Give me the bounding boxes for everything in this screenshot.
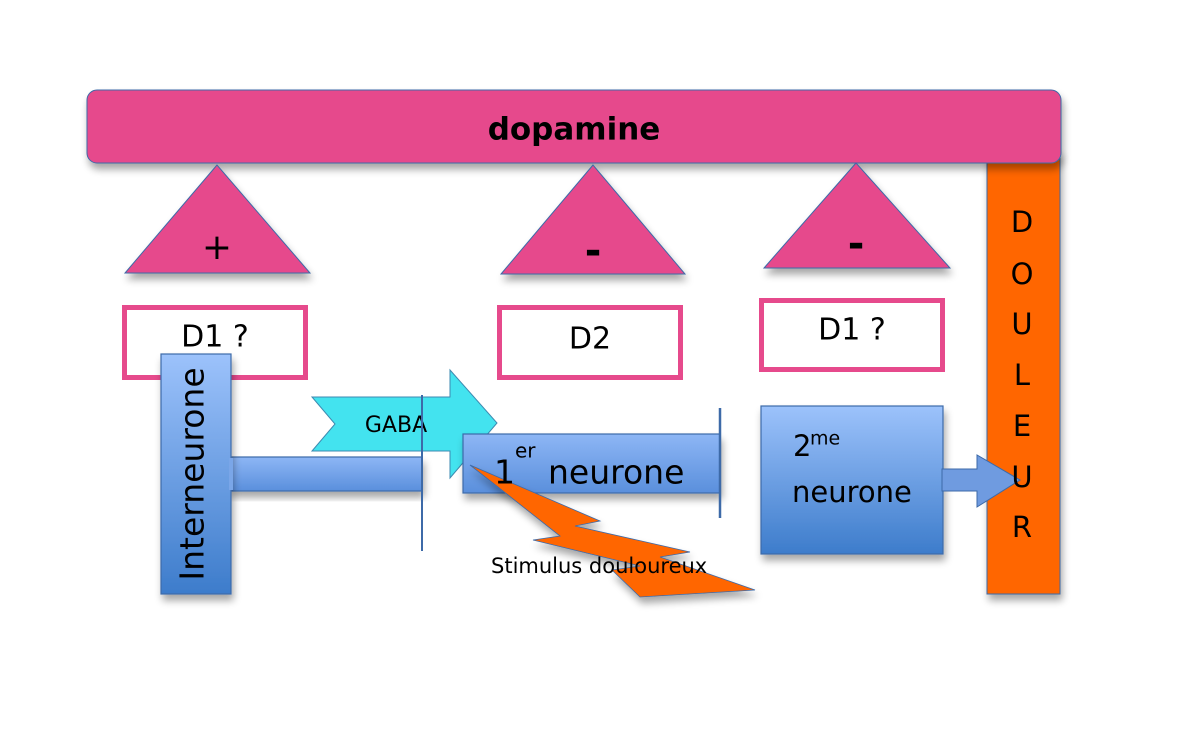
sign-plus: +	[202, 227, 232, 268]
pain-letter: U	[1011, 307, 1032, 341]
pain-letter: U	[1011, 460, 1032, 494]
stimulus-label: Stimulus douloureux	[491, 554, 707, 578]
sign-minus: -	[585, 228, 602, 274]
first-neuron-number: 1	[494, 453, 515, 492]
receptor-triangle-1: +	[123, 164, 312, 274]
second-neuron-label: neurone	[792, 475, 912, 509]
pain-letter: E	[1013, 409, 1031, 443]
second-neuron-number: 2	[793, 429, 811, 463]
gaba-label: GABA	[365, 413, 427, 438]
lightning-bolt-icon	[469, 464, 756, 598]
pain-letter: O	[1011, 257, 1034, 291]
receptor-label: D2	[569, 322, 611, 357]
pain-letter: D	[1011, 205, 1033, 239]
interneuron-label: Interneurone	[173, 367, 212, 580]
gaba-arrow: GABA	[310, 368, 498, 480]
dopamine-label: dopamine	[488, 112, 661, 148]
receptor-label: D1 ?	[181, 320, 249, 355]
first-neuron-label: neurone	[548, 453, 684, 492]
pain-bar	[986, 149, 1061, 595]
receptor-label: D1 ?	[818, 313, 886, 348]
first-neuron-superscript: er	[515, 439, 536, 463]
receptor-box-3: D1 ?	[759, 298, 945, 372]
pain-letter: R	[1012, 510, 1032, 544]
pain-letters: D O U L E U R	[1011, 205, 1034, 544]
receptor-box-2: D2	[497, 305, 683, 380]
second-neuron-superscript: me	[810, 428, 840, 450]
receptor-triangle-2: -	[499, 164, 687, 275]
sign-minus: -	[848, 221, 865, 267]
pain-letter: L	[1014, 358, 1030, 392]
dopamine-bar: dopamine	[86, 89, 1062, 164]
second-neuron: 2 me neurone	[760, 405, 944, 555]
output-arrow-icon	[941, 454, 1021, 508]
receptor-triangle-3: -	[762, 162, 952, 269]
interneuron: Interneurone	[160, 353, 423, 595]
